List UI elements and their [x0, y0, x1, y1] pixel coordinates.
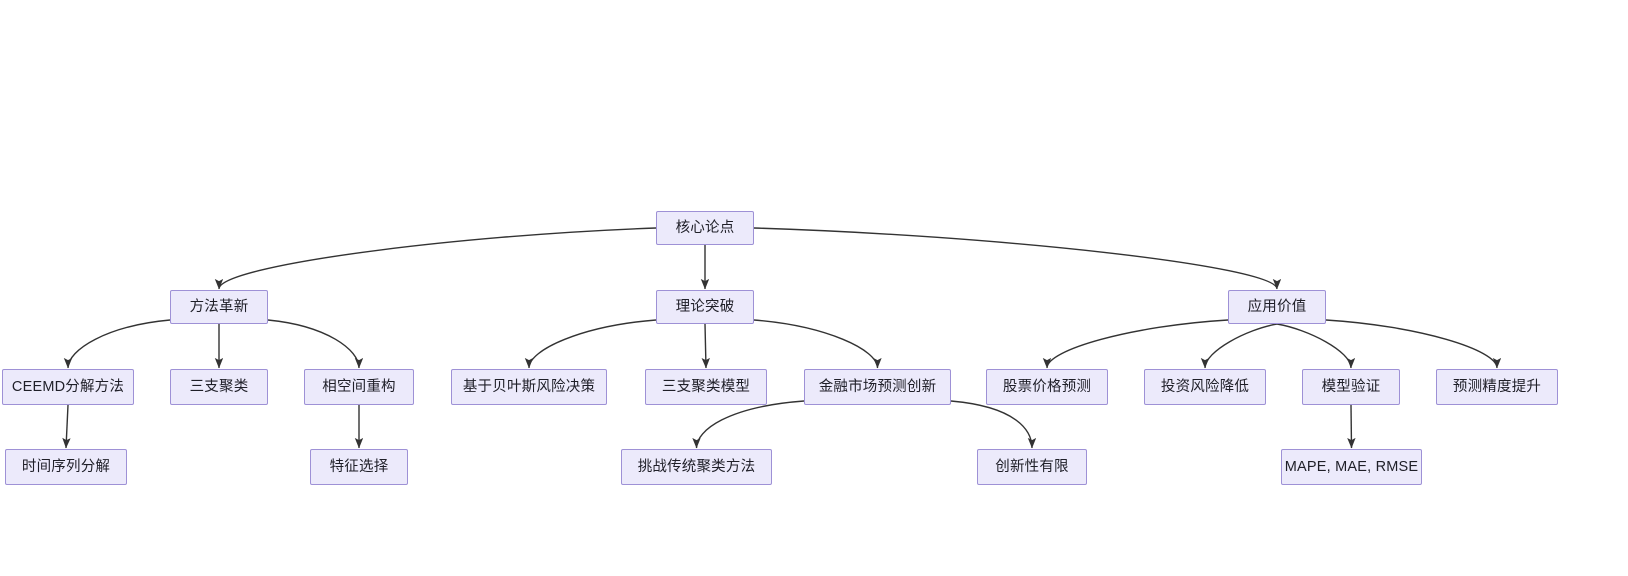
- node-l2h[interactable]: 投资风险降低: [1144, 369, 1266, 405]
- edge-root-to-l1a: [214, 227, 657, 290]
- node-label: 特征选择: [329, 458, 389, 475]
- node-label: MAPE, MAE, RMSE: [1284, 458, 1419, 475]
- node-label: 股票价格预测: [1002, 378, 1092, 395]
- node-label: CEEMD分解方法: [11, 378, 125, 395]
- node-l2d[interactable]: 基于贝叶斯风险决策: [451, 369, 607, 405]
- edge-l1b-to-l2e: [701, 323, 710, 369]
- node-label: 金融市场预测创新: [818, 378, 937, 395]
- node-label: 理论突破: [675, 298, 735, 315]
- node-label: 核心论点: [675, 219, 735, 236]
- node-label: 相空间重构: [322, 378, 396, 395]
- node-root[interactable]: 核心论点: [656, 211, 754, 245]
- edge-l1c-to-l2j: [1325, 319, 1502, 369]
- edge-l1b-to-l2d: [524, 319, 657, 369]
- node-l2g[interactable]: 股票价格预测: [986, 369, 1108, 405]
- edge-l1c-to-l2h: [1200, 323, 1278, 369]
- node-l2j[interactable]: 预测精度提升: [1436, 369, 1558, 405]
- node-label: 预测精度提升: [1452, 378, 1542, 395]
- node-l1b[interactable]: 理论突破: [656, 290, 754, 324]
- node-l2i[interactable]: 模型验证: [1302, 369, 1400, 405]
- node-label: 方法革新: [189, 298, 249, 315]
- edge-group: [62, 227, 1502, 449]
- node-l3c[interactable]: 挑战传统聚类方法: [621, 449, 772, 485]
- node-l3e[interactable]: MAPE, MAE, RMSE: [1281, 449, 1422, 485]
- node-label: 创新性有限: [995, 458, 1069, 475]
- node-label: 挑战传统聚类方法: [637, 458, 756, 475]
- node-label: 三支聚类: [189, 378, 249, 395]
- node-l3a[interactable]: 时间序列分解: [5, 449, 127, 485]
- edge-l1b-to-l2f: [753, 319, 882, 369]
- node-l1a[interactable]: 方法革新: [170, 290, 268, 324]
- node-label: 应用价值: [1247, 298, 1307, 315]
- node-l2e[interactable]: 三支聚类模型: [645, 369, 767, 405]
- node-l2a[interactable]: CEEMD分解方法: [2, 369, 134, 405]
- node-label: 时间序列分解: [21, 458, 111, 475]
- node-label: 投资风险降低: [1160, 378, 1250, 395]
- node-l2f[interactable]: 金融市场预测创新: [804, 369, 951, 405]
- edge-l1a-to-l2a: [63, 319, 171, 369]
- node-label: 三支聚类模型: [661, 378, 751, 395]
- node-l1c[interactable]: 应用价值: [1228, 290, 1326, 324]
- edge-l2a-to-l3a: [62, 404, 71, 449]
- edge-l2i-to-l3e: [1347, 404, 1356, 449]
- node-l2c[interactable]: 相空间重构: [304, 369, 414, 405]
- node-label: 基于贝叶斯风险决策: [462, 378, 596, 395]
- edge-l2f-to-l3c: [692, 400, 805, 449]
- edge-l1c-to-l2i: [1276, 323, 1356, 369]
- edge-l1c-to-l2g: [1042, 319, 1229, 369]
- node-l2b[interactable]: 三支聚类: [170, 369, 268, 405]
- edge-root-to-l1c: [753, 227, 1282, 290]
- edge-l1a-to-l2c: [267, 319, 364, 369]
- edge-l2f-to-l3d: [950, 400, 1037, 449]
- node-l3b[interactable]: 特征选择: [310, 449, 408, 485]
- node-l3d[interactable]: 创新性有限: [977, 449, 1087, 485]
- node-label: 模型验证: [1321, 378, 1381, 395]
